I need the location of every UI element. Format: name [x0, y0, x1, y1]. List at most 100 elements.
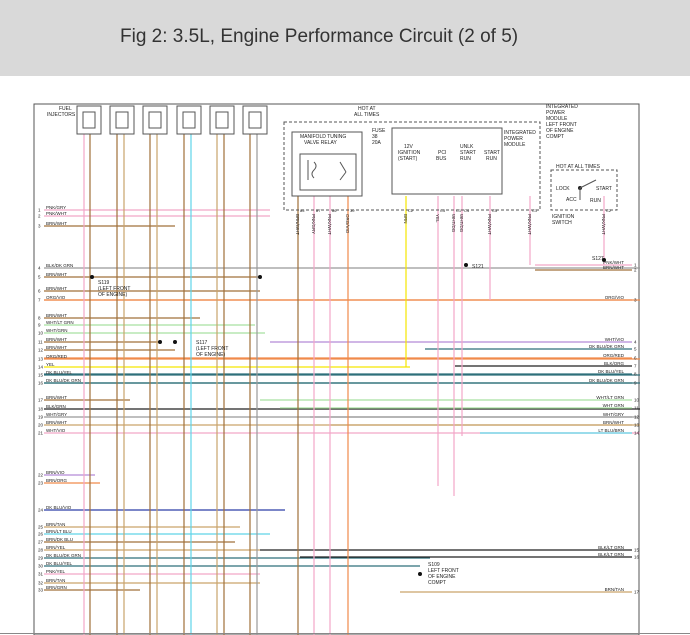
label-hot-switch: HOT AT ALL TIMES [556, 164, 601, 170]
module-lead-label-3: PNK/WHT [327, 214, 332, 235]
fuel-injector-2 [109, 105, 135, 135]
left-wire-num-11: 11 [38, 340, 43, 345]
left-wire-label-21: WHT/VIO [46, 428, 66, 433]
left-wire-label-19: WHT/GRY [46, 412, 67, 417]
left-wire-label-9: WHT/LT GRN [46, 320, 74, 325]
left-wire-label-32: BRN/TAN [46, 578, 65, 583]
label-ipm-inner-1: INTEGRATED [504, 130, 536, 136]
module-lead-label-6: YEL [435, 214, 440, 223]
right-wire-label-11: WHT GRN [603, 403, 624, 408]
left-wire-num-2: 2 [38, 214, 41, 219]
module-lead-label-2: PNK/GRY [311, 214, 316, 234]
left-wire-label-1: PNK/GRY [46, 205, 66, 210]
left-wire-label-16: DK BLU/DK GRN [46, 378, 81, 383]
label-unlk-start: START [460, 150, 476, 156]
left-wire-num-17: 17 [38, 398, 44, 403]
left-wire-label-29: DK BLU/DK GRN [46, 553, 81, 558]
module-lead-label-10: PNK/WHT [527, 214, 532, 235]
module-pin-1: 85 [300, 208, 305, 213]
right-wire-label-6: ORG/RED [603, 353, 625, 358]
relay-inner [299, 153, 357, 191]
right-wire-label-17: BRN/TAN [605, 587, 624, 592]
splice-dot-3 [173, 340, 177, 344]
splice-s121: S121 [472, 264, 484, 270]
left-wire-label-4: BLK/DK GRN [46, 263, 73, 268]
label-switch-run: RUN [590, 198, 601, 204]
left-wire-num-7: 7 [38, 298, 41, 303]
right-wire-label-12: WHT/GRY [603, 412, 624, 417]
label-ipm-4: LEFT FRONT [546, 122, 577, 128]
label-unlk: UNLK [460, 144, 474, 150]
splice-s127: S127 [592, 256, 604, 262]
left-wire-num-9: 9 [38, 323, 41, 328]
right-wire-num-17: 17 [634, 590, 640, 595]
left-wire-label-25: BRN/TAN [46, 522, 65, 527]
splice-s109-loc2: OF ENGINE [428, 574, 456, 580]
module-pin-7: C1 [456, 208, 462, 213]
label-ipm-2: POWER [546, 110, 565, 116]
left-wire-label-22: BRN/VIO [46, 470, 65, 475]
module-pin-2: 87 [316, 208, 321, 213]
wire-group [44, 134, 640, 635]
label-lock: LOCK [556, 186, 570, 192]
right-wire-num-9: 9 [634, 381, 637, 386]
right-wire-label-7: BLK/ORG [604, 361, 625, 366]
label-pci: PCI [438, 150, 446, 156]
figure-header: Fig 2: 3.5L, Engine Performance Circuit … [0, 0, 690, 76]
right-wire-label-15: BLK/LT GRN [598, 545, 624, 550]
splice-s117-loc2: OF ENGINE) [196, 352, 226, 358]
right-wire-label-1: PNK/WHT [603, 260, 624, 265]
module-lead-label-9: PNK/WHT [487, 214, 492, 235]
text-group: FUEL INJECTORS HOT AT ALL TIMES MANIFOLD… [38, 104, 640, 595]
label-bus: BUS [436, 156, 447, 162]
left-wire-num-5: 5 [38, 275, 41, 280]
left-wire-label-14: YEL [46, 362, 55, 367]
left-wire-num-16: 16 [38, 381, 44, 386]
component-group [76, 105, 618, 211]
left-wire-label-12: BRN/WHT [46, 345, 67, 350]
label-ignition-switch-2: SWITCH [552, 220, 572, 226]
module-lead-label-4: ORG/VIO [345, 214, 350, 234]
left-wire-label-8: BRN/WHT [46, 313, 67, 318]
right-wire-num-1: 1 [634, 263, 637, 268]
left-wire-label-28: BRN/YEL [46, 545, 66, 550]
fuel-injector-6 [242, 105, 268, 135]
label-ipm-1: INTEGRATED [546, 104, 578, 110]
right-wire-num-11: 11 [634, 406, 639, 411]
figure-title: Fig 2: 3.5L, Engine Performance Circuit … [120, 26, 519, 47]
splice-s109-loc1: LEFT FRONT [428, 568, 459, 574]
left-wire-num-4: 4 [38, 266, 41, 271]
right-wire-label-8: DK BLU/YEL [598, 369, 625, 374]
right-wire-label-13: BRN/WHT [603, 420, 624, 425]
left-wire-label-27: BRN/DK BLU [46, 537, 73, 542]
label-12v: 12V [404, 144, 414, 150]
label-acc: ACC [566, 197, 577, 203]
right-wire-num-3: 3 [634, 298, 637, 303]
splice-dot-5 [464, 263, 468, 267]
fuel-injector-5 [209, 105, 235, 135]
splice-s117: S117 [196, 340, 208, 346]
label-valve-relay: VALVE RELAY [304, 140, 337, 146]
module-pin-11: C2 [606, 208, 612, 213]
module-lead-label-1: BRN/WHT [295, 214, 300, 235]
wiring-diagram: FUEL INJECTORS HOT AT ALL TIMES MANIFOLD… [0, 76, 690, 635]
left-wire-num-30: 30 [38, 564, 44, 569]
right-wire-label-5: DK BLU/DK GRN [589, 344, 624, 349]
splice-s117-loc1: (LEFT FRONT [196, 346, 228, 352]
left-wire-label-6: BRN/WHT [46, 286, 67, 291]
left-wire-num-20: 20 [38, 423, 44, 428]
left-wire-label-18: BLK/GRN [46, 404, 66, 409]
left-wire-num-3: 3 [38, 224, 41, 229]
ignition-switch-box [550, 169, 618, 211]
left-wire-num-12: 12 [38, 348, 44, 353]
splice-dot-1 [90, 275, 94, 279]
left-wire-label-10: WHT/GRN [46, 328, 68, 333]
left-wire-label-26: BRN/LT BLU [46, 529, 72, 534]
left-wire-num-18: 18 [38, 407, 44, 412]
right-wire-num-14: 14 [634, 431, 640, 436]
right-wire-num-6: 6 [634, 356, 637, 361]
module-pin-8: C4 [464, 208, 470, 213]
splice-dot-7 [418, 572, 422, 576]
splice-dot-6 [602, 258, 606, 262]
right-wire-num-8: 8 [634, 372, 637, 377]
